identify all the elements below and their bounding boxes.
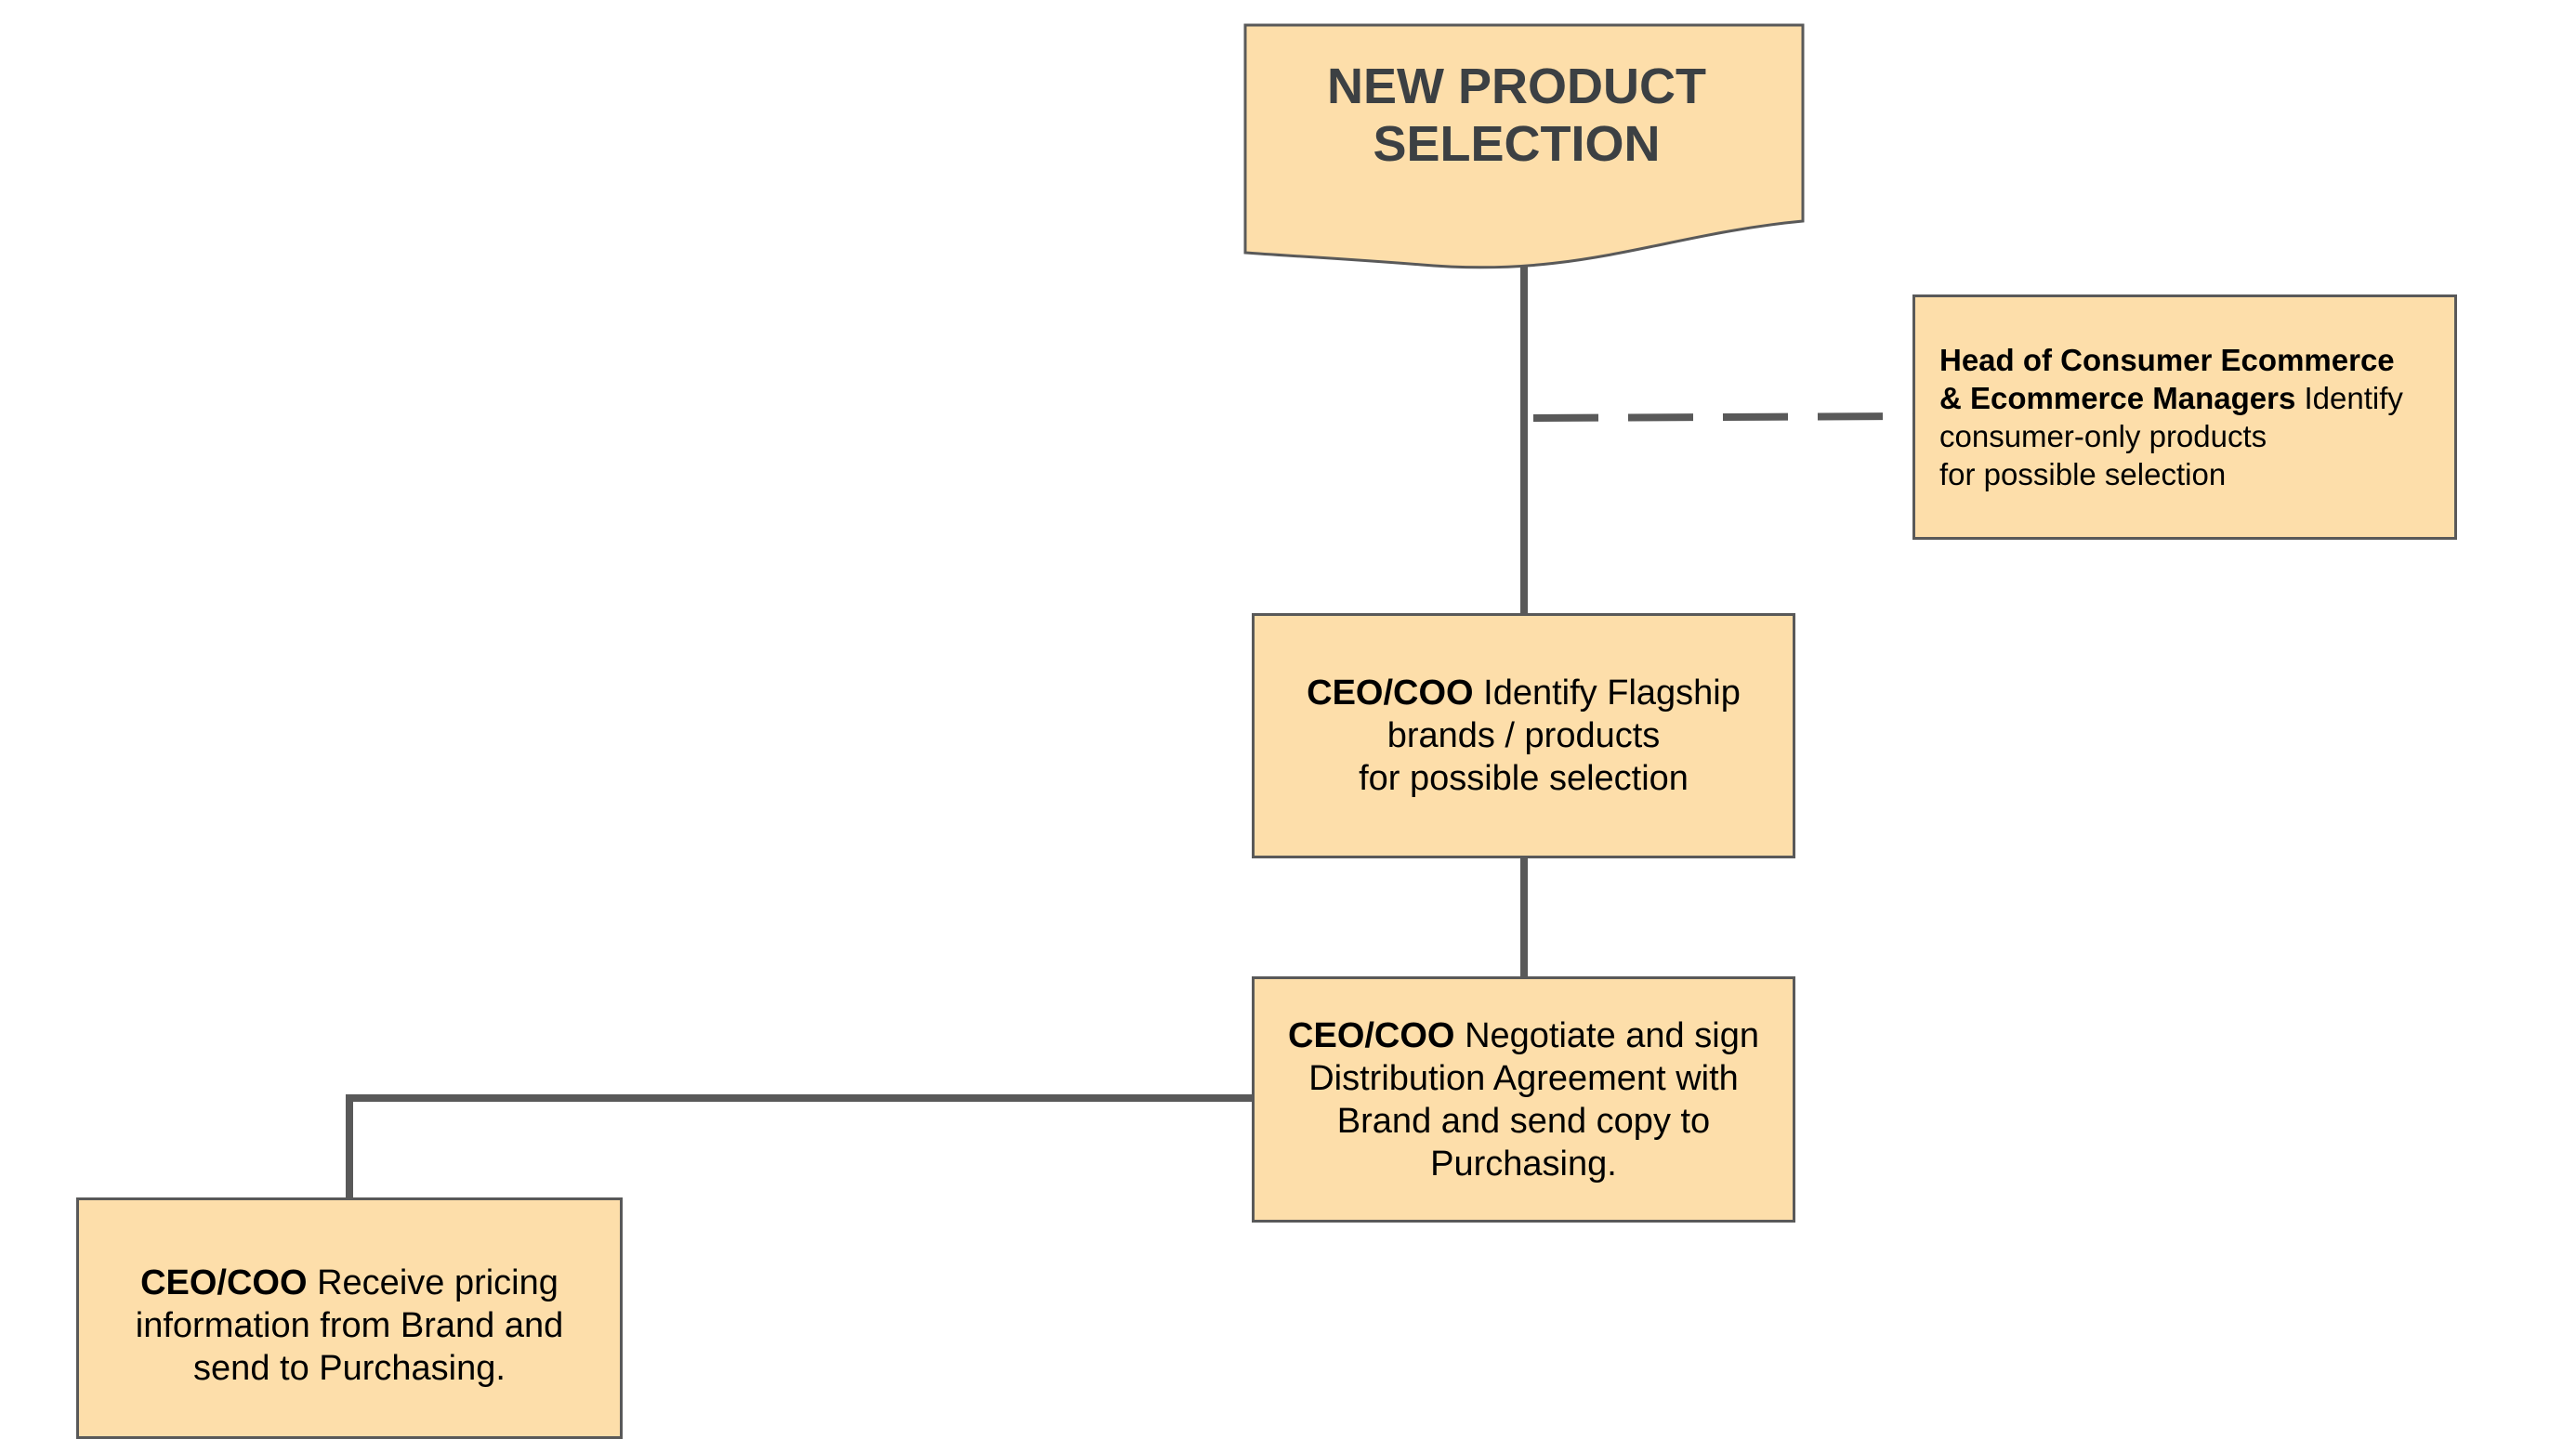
flagship-brands-box: CEO/COO Identify Flagship brands / produ… <box>1252 613 1795 858</box>
title-document-shape <box>1243 23 1805 269</box>
connector-negotiate-to-pricing <box>346 1094 1253 1198</box>
flagship-role: CEO/COO <box>1307 674 1474 713</box>
ecommerce-task-line-4: for possible selection <box>1939 457 2227 491</box>
flagship-box-text: CEO/COO Identify Flagship brands / produ… <box>1307 672 1741 800</box>
pricing-role: CEO/COO <box>140 1263 308 1302</box>
ecommerce-box-text: Head of Consumer Ecommerce & Ecommerce M… <box>1915 341 2454 493</box>
negotiate-box-text: CEO/COO Negotiate and sign Distribution … <box>1288 1014 1759 1185</box>
title-line-2: SELECTION <box>1373 116 1661 172</box>
pricing-info-box: CEO/COO Receive pricing information from… <box>76 1197 623 1439</box>
title-line-1: NEW PRODUCT <box>1327 59 1706 114</box>
negotiate-task-line-1: Negotiate and sign <box>1465 1015 1759 1055</box>
negotiate-role: CEO/COO <box>1288 1015 1455 1055</box>
negotiate-task-line-3: Brand and send copy to <box>1336 1101 1711 1141</box>
diagram-title: NEW PRODUCT SELECTION <box>1238 58 1795 173</box>
negotiate-task-line-2: Distribution Agreement with <box>1308 1058 1739 1098</box>
pricing-box-text: CEO/COO Receive pricing information from… <box>136 1262 563 1390</box>
flagship-task-line-1: Identify Flagship <box>1483 674 1741 713</box>
flagship-task-line-2: brands / products <box>1387 716 1661 755</box>
pricing-task-line-2: information from Brand and <box>135 1306 564 1345</box>
ecommerce-task-line-3: consumer-only products <box>1939 419 2267 453</box>
pricing-task-line-1: Receive pricing <box>317 1263 559 1302</box>
negotiate-agreement-box: CEO/COO Negotiate and sign Distribution … <box>1252 976 1795 1223</box>
ecommerce-role-line-1: Head of Consumer Ecommerce <box>1939 343 2395 377</box>
flagship-task-line-3: for possible selection <box>1359 759 1689 798</box>
connector-dashed-to-ecommerce <box>1532 412 1915 422</box>
pricing-task-line-3: send to Purchasing. <box>193 1349 506 1388</box>
ecommerce-task-tail: Identify <box>2304 381 2403 415</box>
negotiate-task-line-4: Purchasing. <box>1430 1144 1617 1184</box>
ecommerce-role-line-2: & Ecommerce Managers <box>1939 381 2296 415</box>
ecommerce-managers-box: Head of Consumer Ecommerce & Ecommerce M… <box>1912 294 2457 540</box>
